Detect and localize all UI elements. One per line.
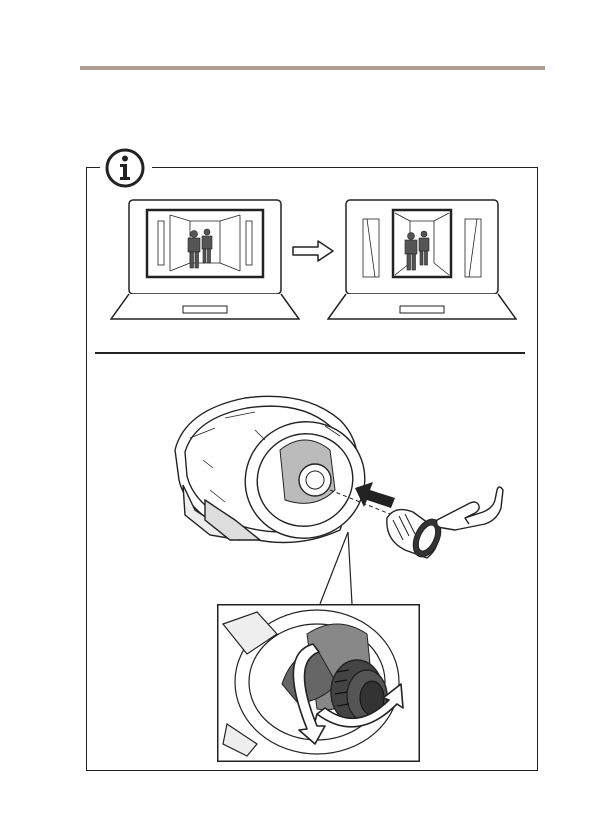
- callout-pointer: [300, 530, 370, 610]
- section-divider: [95, 352, 525, 354]
- info-icon: [103, 146, 147, 190]
- lens-ring: [387, 510, 447, 562]
- lens-rotation-detail: [217, 604, 420, 762]
- laptop-before: [110, 199, 300, 327]
- laptop-after: [327, 199, 517, 327]
- pointing-hand-icon: [437, 487, 503, 530]
- header-accent-rule: [80, 66, 545, 70]
